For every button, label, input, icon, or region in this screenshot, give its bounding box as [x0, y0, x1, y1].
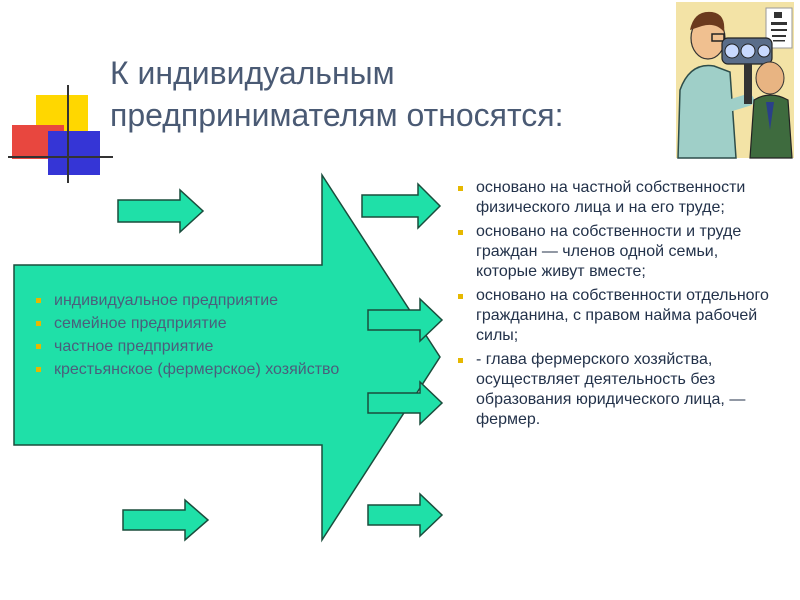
arrow-right-4: [367, 492, 444, 538]
arrow-right-2: [367, 297, 444, 343]
list-item: крестьянское (фермерское) хозяйство: [30, 359, 380, 380]
enterprise-types-list: индивидуальное предприятие семейное пред…: [30, 290, 380, 382]
list-item: - глава фермерского хозяйства, осуществл…: [452, 350, 782, 430]
arrow-right-1: [361, 182, 442, 230]
list-item: основано на собственности отдельного гра…: [452, 286, 782, 346]
list-item: индивидуальное предприятие: [30, 290, 380, 311]
list-item: основано на собственности и труде гражда…: [452, 222, 782, 282]
arrow-left-top: [117, 188, 205, 234]
colored-squares-icon: [8, 85, 113, 183]
optometrist-clipart-icon: [670, 0, 800, 160]
list-item: частное предприятие: [30, 336, 380, 357]
list-item: основано на частной собственности физиче…: [452, 178, 782, 218]
enterprise-descriptions-list: основано на частной собственности физиче…: [452, 178, 782, 434]
arrow-right-3: [367, 380, 444, 426]
page-title: К индивидуальным предпринимателям относя…: [110, 55, 564, 133]
arrow-left-bottom: [122, 498, 210, 542]
list-item: семейное предприятие: [30, 313, 380, 334]
